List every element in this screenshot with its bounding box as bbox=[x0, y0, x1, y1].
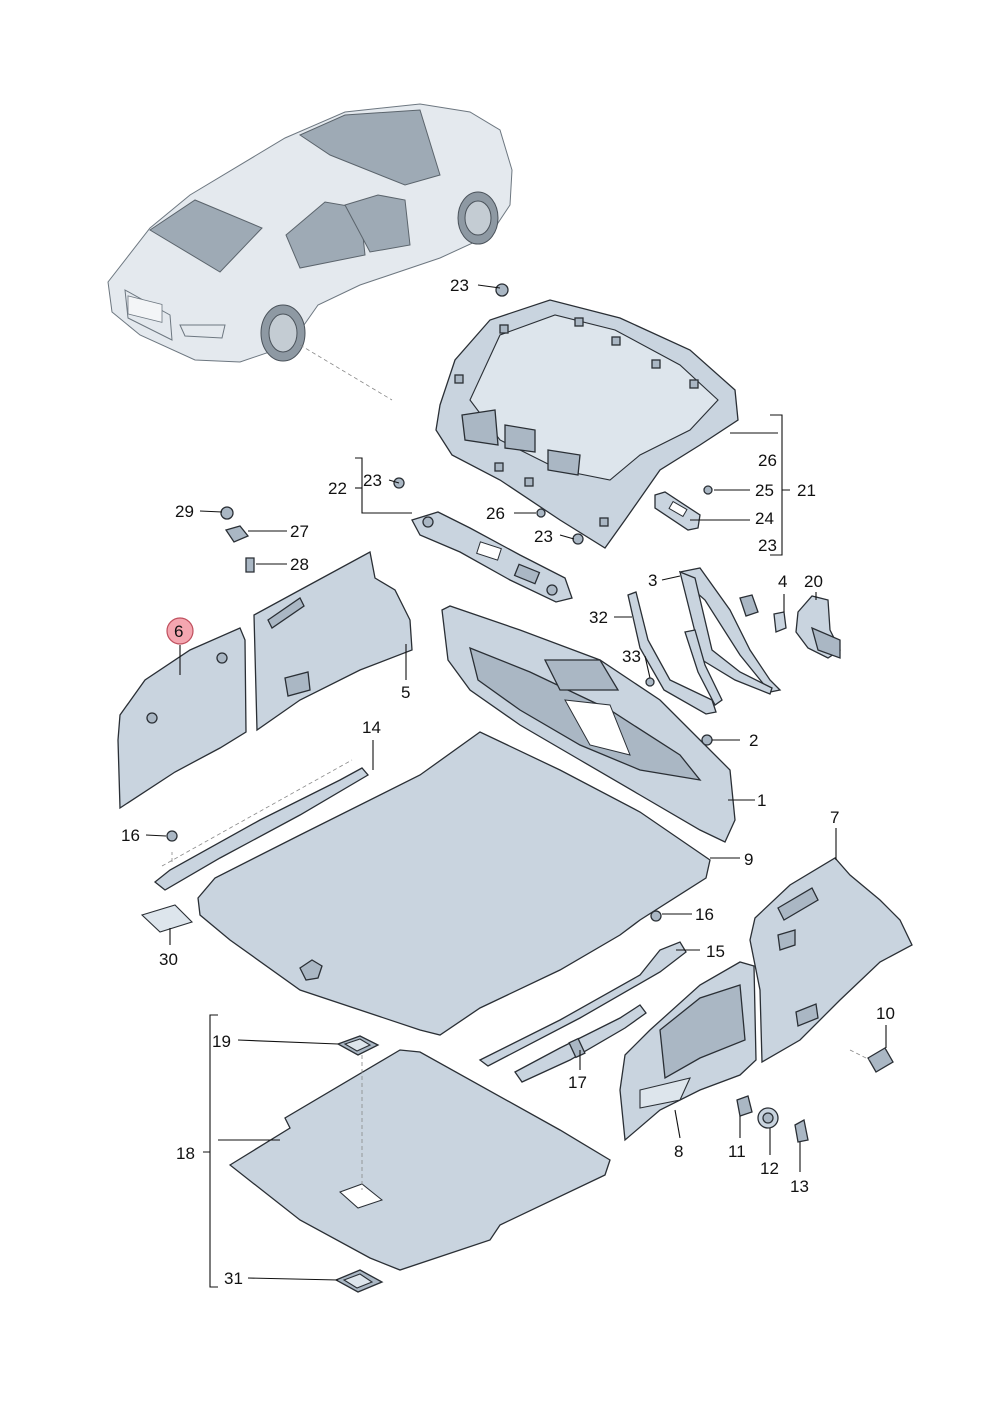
callout-11: 11 bbox=[728, 1142, 746, 1161]
callout-32: 32 bbox=[589, 608, 608, 627]
part-latch-cover bbox=[654, 491, 701, 531]
fastener-26 bbox=[536, 508, 546, 518]
fastener-16b bbox=[650, 910, 662, 922]
callout-1: 1 bbox=[757, 791, 766, 810]
part-frame-3 bbox=[678, 567, 782, 695]
part-clip-4 bbox=[773, 611, 787, 633]
callout-9: 9 bbox=[744, 850, 753, 869]
part-luggage-lid-trim bbox=[435, 299, 739, 549]
callout-17: 17 bbox=[568, 1073, 587, 1092]
callout-33: 33 bbox=[622, 647, 641, 666]
part-grab-handle-strip bbox=[411, 511, 573, 603]
part-partition-1 bbox=[441, 605, 736, 843]
car-illustration bbox=[107, 103, 513, 401]
callout-23: 23 bbox=[450, 276, 469, 295]
callout-2: 2 bbox=[749, 731, 758, 750]
callout-7: 7 bbox=[830, 808, 839, 827]
fastener-28 bbox=[245, 557, 255, 573]
fastener-29 bbox=[220, 506, 234, 520]
fastener-16a bbox=[166, 830, 178, 842]
part-pad-30 bbox=[140, 904, 194, 933]
part-floor-covering-9 bbox=[197, 731, 711, 1036]
callout-3: 3 bbox=[648, 571, 657, 590]
callout-5: 5 bbox=[401, 683, 410, 702]
fastener-23c bbox=[572, 533, 584, 545]
callout-30: 30 bbox=[159, 950, 178, 969]
fastener-23a bbox=[495, 283, 509, 297]
callout-21: 21 bbox=[797, 481, 816, 500]
part-cover-31 bbox=[334, 1269, 384, 1293]
part-side-trim-5 bbox=[253, 551, 413, 732]
callout-22: 22 bbox=[328, 479, 347, 498]
fastener-25 bbox=[703, 485, 713, 495]
fastener-11 bbox=[736, 1095, 753, 1117]
callout-labels: 23 26 25 21 24 23 22 23 26 23 29 27 28 3… bbox=[121, 276, 895, 1288]
callout-28: 28 bbox=[290, 555, 309, 574]
fastener-2 bbox=[701, 734, 713, 746]
callout-26: 26 bbox=[486, 504, 505, 523]
callout-25: 25 bbox=[755, 481, 774, 500]
callout-8: 8 bbox=[674, 1142, 683, 1161]
callout-13: 13 bbox=[790, 1177, 809, 1196]
part-bracket-20 bbox=[795, 595, 841, 659]
callout-18: 18 bbox=[176, 1144, 195, 1163]
fastener-10 bbox=[867, 1047, 894, 1073]
fastener-13 bbox=[794, 1118, 809, 1143]
callout-14: 14 bbox=[362, 718, 381, 737]
part-rail-15 bbox=[478, 941, 687, 1067]
callout-10: 10 bbox=[876, 1004, 895, 1023]
callout-24: 24 bbox=[755, 509, 774, 528]
fastener-33 bbox=[645, 677, 655, 687]
part-floor-panel-18 bbox=[228, 1049, 611, 1271]
part-side-trim-8 bbox=[619, 961, 757, 1142]
part-frame-32 bbox=[627, 591, 723, 715]
callout-12: 12 bbox=[760, 1159, 779, 1178]
callout-6: 6 bbox=[174, 622, 183, 641]
callout-23: 23 bbox=[758, 536, 777, 555]
callout-15: 15 bbox=[706, 942, 725, 961]
part-side-trim-7 bbox=[749, 857, 913, 1064]
callout-23: 23 bbox=[534, 527, 553, 546]
callout-31: 31 bbox=[224, 1269, 243, 1288]
part-cover-19 bbox=[336, 1035, 380, 1056]
callout-26: 26 bbox=[758, 451, 777, 470]
callout-23: 23 bbox=[363, 471, 382, 490]
callout-20: 20 bbox=[804, 572, 823, 591]
callout-27: 27 bbox=[290, 522, 309, 541]
part-panel-6 bbox=[117, 627, 247, 810]
callout-16: 16 bbox=[695, 905, 714, 924]
callout-29: 29 bbox=[175, 502, 194, 521]
callout-16: 16 bbox=[121, 826, 140, 845]
leader-lines bbox=[145, 284, 887, 1288]
highlight-marker bbox=[166, 617, 194, 645]
callout-19: 19 bbox=[212, 1032, 231, 1051]
fastener-27 bbox=[224, 525, 250, 543]
callout-4: 4 bbox=[778, 572, 787, 591]
part-sill-strip-14 bbox=[153, 759, 369, 891]
